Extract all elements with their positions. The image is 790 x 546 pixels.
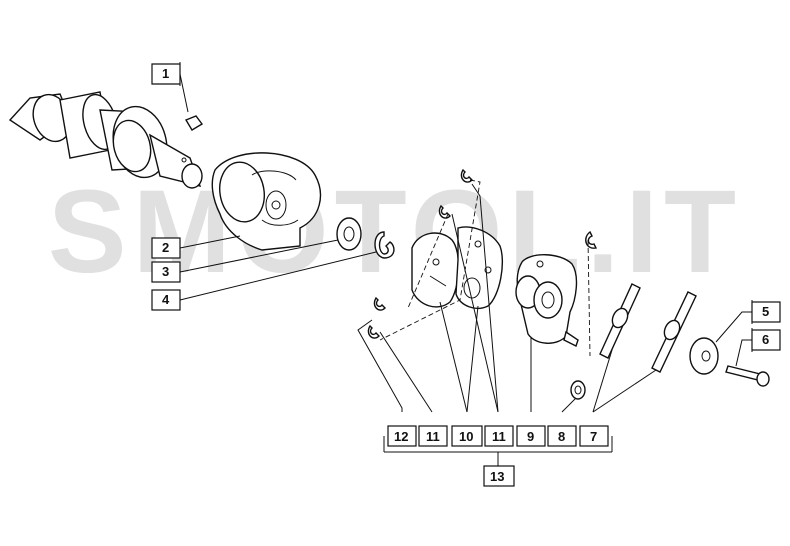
svg-text:11: 11 [492, 429, 506, 444]
callout-5: 5 [751, 301, 781, 323]
svg-text:5: 5 [762, 304, 769, 319]
callout-11-left: 11 [418, 425, 448, 447]
part-12-clip-low [367, 296, 386, 339]
callout-8: 8 [547, 425, 577, 447]
part-9-block [515, 254, 579, 347]
part-7-pin-right [651, 291, 697, 373]
callout-10: 10 [451, 425, 483, 447]
part-3-washer [336, 217, 362, 251]
part-6-bolt [725, 365, 770, 387]
svg-text:13: 13 [490, 469, 504, 484]
part-1-key [184, 115, 204, 131]
svg-text:8: 8 [558, 429, 565, 444]
part-11-clip-top [460, 168, 473, 183]
camshaft [8, 91, 203, 189]
svg-text:10: 10 [459, 429, 473, 444]
callout-12: 12 [387, 425, 417, 447]
svg-text:2: 2 [162, 240, 169, 255]
svg-text:11: 11 [426, 429, 440, 444]
leader-lines [176, 62, 753, 466]
callout-1: 1 [151, 63, 181, 85]
callout-13: 13 [483, 465, 515, 487]
assembly-dash-lines [379, 179, 591, 357]
callout-4: 4 [151, 289, 181, 311]
callout-3: 3 [151, 261, 181, 283]
svg-text:7: 7 [590, 429, 597, 444]
callout-9: 9 [516, 425, 546, 447]
part-10-plate-rear [455, 226, 503, 310]
part-2-cam-disc [211, 152, 322, 251]
callout-2: 2 [151, 237, 181, 259]
callout-11-right: 11 [484, 425, 514, 447]
callout-7: 7 [579, 425, 609, 447]
svg-text:3: 3 [162, 264, 169, 279]
part-5-washer [689, 337, 719, 375]
svg-text:4: 4 [162, 292, 170, 307]
svg-text:12: 12 [394, 429, 408, 444]
svg-text:6: 6 [762, 332, 769, 347]
part-4-circlip [374, 231, 395, 259]
svg-text:9: 9 [527, 429, 534, 444]
svg-text:1: 1 [162, 66, 169, 81]
callout-6: 6 [751, 329, 781, 351]
part-7-pin-left [599, 283, 641, 359]
